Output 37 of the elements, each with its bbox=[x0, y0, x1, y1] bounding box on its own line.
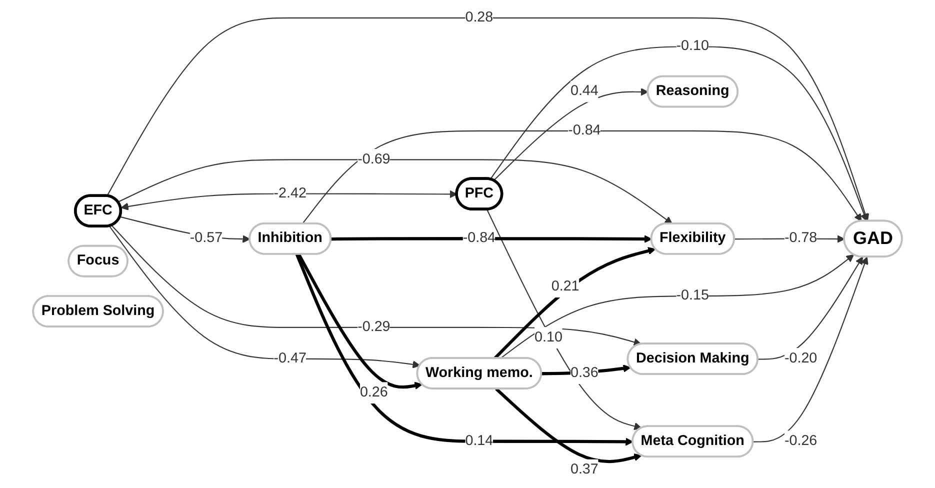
edge-label: -0.84 bbox=[462, 230, 496, 246]
edge-label: -0.15 bbox=[676, 288, 709, 304]
arrow bbox=[490, 46, 868, 222]
edge-label: 0.37 bbox=[570, 462, 598, 478]
edge-label: 0.26 bbox=[360, 384, 388, 400]
edge-label: -0.10 bbox=[676, 38, 709, 54]
arrow bbox=[111, 225, 642, 346]
edge-label: 0.36 bbox=[570, 365, 598, 380]
arrow bbox=[486, 209, 642, 430]
edge-label: 0.44 bbox=[570, 83, 598, 99]
edge-label: -0.84 bbox=[568, 122, 601, 138]
arrow bbox=[106, 17, 870, 222]
edge-label: -0.47 bbox=[274, 350, 306, 366]
arrow bbox=[493, 88, 648, 181]
arrow bbox=[118, 159, 673, 224]
edge-label: -2.42 bbox=[274, 186, 306, 201]
edge-label: -0.26 bbox=[784, 433, 818, 449]
edge-label: -0.57 bbox=[190, 230, 223, 246]
arrow bbox=[120, 190, 458, 210]
edge-label: -0.20 bbox=[784, 350, 818, 366]
edge-label: 0.14 bbox=[465, 433, 494, 449]
arrow bbox=[297, 254, 422, 390]
edge-label: -0.29 bbox=[358, 319, 390, 335]
arrow bbox=[295, 254, 634, 446]
arrow bbox=[302, 130, 862, 224]
arrow bbox=[753, 256, 868, 442]
edge-label: 0.10 bbox=[534, 330, 562, 345]
arrow bbox=[494, 247, 656, 360]
edge-label: 0.28 bbox=[465, 10, 494, 26]
arrow bbox=[331, 235, 652, 243]
arrow bbox=[500, 254, 854, 359]
arrow bbox=[108, 226, 420, 368]
edge-label: 0.21 bbox=[551, 278, 580, 294]
edge-label: -0.78 bbox=[784, 230, 818, 246]
arrow bbox=[758, 256, 863, 360]
arrow bbox=[495, 388, 642, 464]
edge-label: -0.69 bbox=[358, 152, 390, 167]
